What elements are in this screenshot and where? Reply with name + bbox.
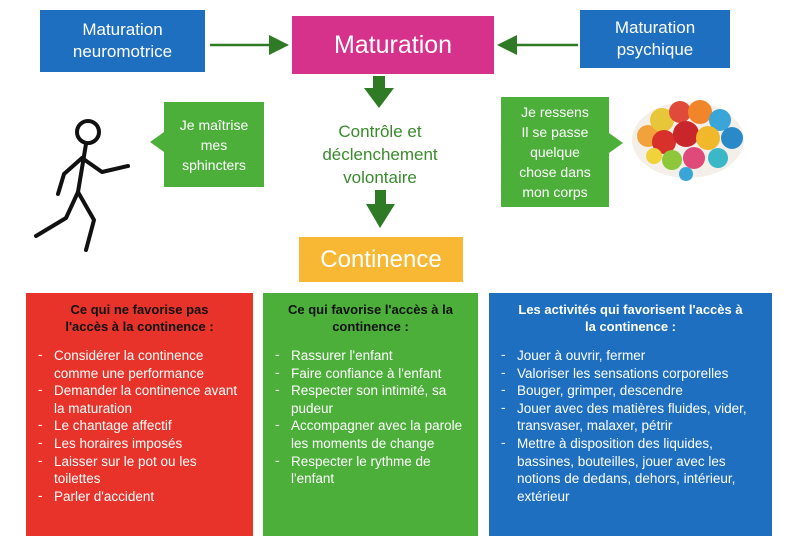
list-item: Accompagner avec la parole les moments d… <box>273 416 468 452</box>
bubble-right-line-4: chose dans <box>519 164 591 180</box>
list-item: Valoriser les sensations corporelles <box>499 364 762 383</box>
list-item: Laisser sur le pot ou les toilettes <box>36 452 243 488</box>
psychique-line-1: Maturation <box>614 18 696 37</box>
list-item: Rassurer l'enfant <box>273 346 468 365</box>
list-item: Jouer à ouvrir, fermer <box>499 346 762 365</box>
list-item: Respecter son intimité, sa pudeur <box>273 381 468 417</box>
column-title: Les activités qui favorisent l'accès à l… <box>518 302 743 334</box>
list-item: Parler d'accident <box>36 487 243 506</box>
list-item: Demander la continence avant la maturati… <box>36 381 243 417</box>
column-list: Rassurer l'enfant Faire confiance à l'en… <box>273 346 468 488</box>
continence-box: Continence <box>299 237 463 282</box>
column-list: Jouer à ouvrir, fermer Valoriser les sen… <box>499 346 762 505</box>
bubble-right-line-1: Je ressens <box>521 104 589 120</box>
list-item: Mettre à disposition des liquides, bassi… <box>499 434 762 505</box>
speech-bubble-ressens: Je ressens Il se passe quelque chose dan… <box>501 97 623 207</box>
list-item: Le chantage affectif <box>36 416 243 435</box>
list-item: Respecter le rythme de l'enfant <box>273 452 468 488</box>
list-item: Considérer la continence comme une perfo… <box>36 346 243 382</box>
arrow-controle-to-continence <box>366 190 395 228</box>
bubble-right-line-5: mon corps <box>522 184 588 200</box>
neuro-line-2: neuromotrice <box>72 42 173 61</box>
bubble-left-line-3: sphincters <box>182 156 246 173</box>
bubble-right-line-3: quelque <box>530 144 580 160</box>
column-title: Ce qui favorise l'accès à la continence … <box>288 302 453 334</box>
column-favorise: Ce qui favorise l'accès à la continence … <box>263 293 478 536</box>
list-item: Bouger, grimper, descendre <box>499 381 762 400</box>
bubble-right-line-2: Il se passe <box>521 124 589 140</box>
list-item: Faire confiance à l'enfant <box>273 364 468 383</box>
running-stick-figure-icon <box>34 119 130 252</box>
controle-line-1: Contrôle et <box>338 122 422 141</box>
bubble-left-line-2: mes <box>200 136 228 153</box>
psychique-line-2: psychique <box>616 40 694 59</box>
colorful-brain-icon <box>632 100 744 181</box>
maturation-box: Maturation <box>292 16 494 74</box>
controle-line-3: volontaire <box>343 168 417 187</box>
bubble-left-line-1: Je maîtrise <box>179 116 249 133</box>
speech-bubble-sphincters: Je maîtrise mes sphincters <box>150 102 264 187</box>
neuro-line-1: Maturation <box>82 20 163 39</box>
arrow-maturation-to-controle <box>364 76 394 108</box>
column-title: Ce qui ne favorise pas l'accès à la cont… <box>65 302 214 334</box>
maturation-psychique-box: Maturation psychique <box>580 10 730 68</box>
list-item: Jouer avec des matières fluides, vider, … <box>499 399 762 435</box>
column-list: Considérer la continence comme une perfo… <box>36 346 243 506</box>
controle-line-2: déclenchement <box>322 145 438 164</box>
column-activites: Les activités qui favorisent l'accès à l… <box>489 293 772 536</box>
controle-label: Contrôle et déclenchement volontaire <box>300 120 460 189</box>
column-ne-favorise-pas: Ce qui ne favorise pas l'accès à la cont… <box>26 293 253 536</box>
list-item: Les horaires imposés <box>36 434 243 453</box>
maturation-neuromotrice-box: Maturation neuromotrice <box>40 10 205 72</box>
